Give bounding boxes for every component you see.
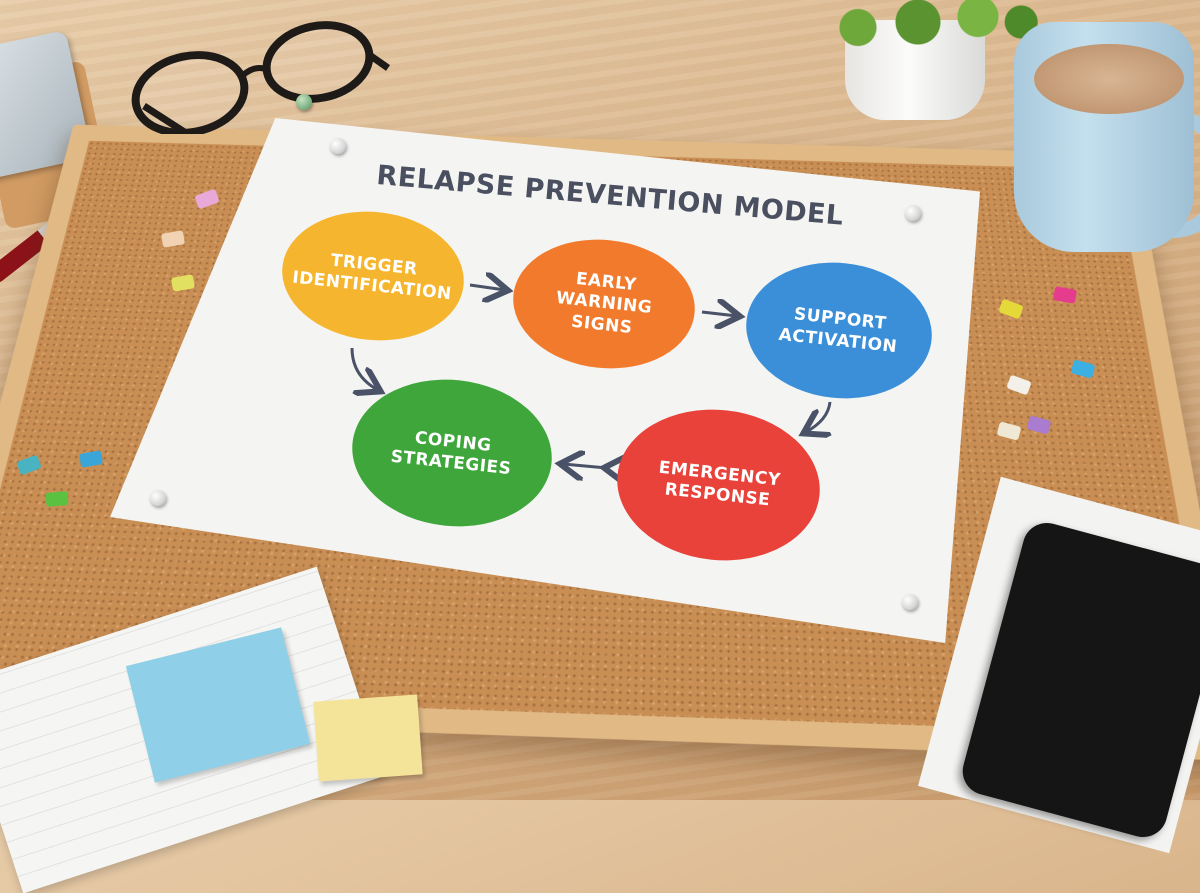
plant-leaves bbox=[810, 0, 1050, 55]
arrow-emergency-to-coping bbox=[563, 464, 607, 468]
eyeglasses-icon bbox=[131, 21, 390, 134]
sticky-notes-yellow bbox=[313, 694, 423, 782]
node-label: EMERGENCY RESPONSE bbox=[657, 457, 782, 511]
push-pin bbox=[902, 594, 918, 610]
node-label: SUPPORT ACTIVATION bbox=[777, 304, 899, 357]
push-pin bbox=[905, 205, 921, 221]
node-label: COPING STRATEGIES bbox=[389, 427, 513, 480]
arrow-trigger-to-coping bbox=[350, 347, 378, 390]
diagram-arrows bbox=[350, 0, 1200, 800]
node-label: EARLY WARNING SIGNS bbox=[555, 269, 654, 338]
node-label: TRIGGER IDENTIFICATION bbox=[291, 250, 453, 305]
arrow-early-to-support bbox=[701, 312, 737, 316]
arrow-trigger-to-early bbox=[469, 285, 505, 290]
push-pin bbox=[330, 138, 346, 154]
push-pin bbox=[150, 490, 166, 506]
push-pin-green bbox=[296, 94, 312, 110]
coffee bbox=[1034, 44, 1184, 114]
arrow-support-to-emergency bbox=[806, 401, 830, 432]
